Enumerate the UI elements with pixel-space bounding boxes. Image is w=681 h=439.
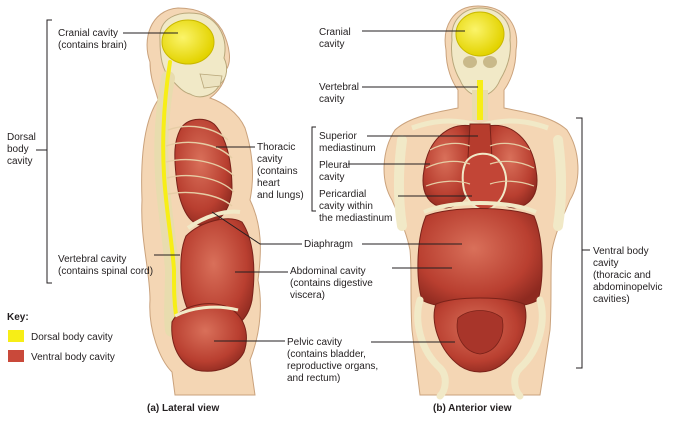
label-vertebral-cavity-anterior: Vertebral cavity: [319, 82, 362, 105]
label-abdominal-cavity: Abdominal cavity (contains digestive vis…: [290, 266, 376, 301]
lateral-brain: [161, 19, 215, 65]
anterior-view-figure: [383, 5, 579, 400]
label-vertebral-cavity-lateral: Vertebral cavity (contains spinal cord): [58, 254, 153, 277]
label-ventral-body-cavity: Ventral body cavity (thoracic and abdomi…: [593, 246, 665, 305]
key-label-dorsal: Dorsal body cavity: [31, 332, 113, 343]
leader-lines: [36, 19, 590, 369]
lateral-pelvic-bone: [174, 305, 239, 318]
anterior-diaphragm: [423, 201, 537, 214]
anterior-abdominal-organs: [417, 208, 543, 310]
anterior-ribs: [425, 142, 535, 187]
anterior-eye-socket-right: [483, 56, 497, 68]
lateral-pelvic-organs: [171, 303, 247, 372]
label-thoracic-cavity: Thoracic cavity (contains heart and lung…: [257, 142, 304, 201]
key-swatch-ventral: [8, 350, 24, 362]
anterior-eye-socket-left: [463, 56, 477, 68]
label-pericardial-cavity: Pericardial cavity within the mediastinu…: [319, 189, 392, 224]
label-dorsal-body-cavity: Dorsal body cavity: [7, 132, 39, 167]
caption-anterior-view: (b) Anterior view: [433, 403, 512, 414]
label-pelvic-cavity: Pelvic cavity (contains bladder, reprodu…: [287, 337, 381, 384]
label-pleural-cavity: Pleural cavity: [319, 160, 353, 183]
lateral-spinal-cord: [161, 60, 178, 317]
lateral-jaw: [199, 73, 223, 89]
key-title: Key:: [7, 312, 29, 323]
anterior-pelvic-bone-left: [414, 296, 449, 400]
lateral-ribs: [165, 125, 235, 207]
lateral-view-figure: [141, 7, 261, 396]
label-superior-mediastinum: Superior mediastinum: [319, 131, 376, 154]
anterior-left-lung: [422, 124, 473, 209]
key-swatch-dorsal: [8, 330, 24, 342]
label-diaphragm: Diaphragm: [304, 239, 353, 250]
anterior-brain: [455, 11, 505, 57]
caption-lateral-view: (a) Lateral view: [147, 403, 219, 414]
lateral-abdominal-organs: [180, 218, 255, 333]
key-label-ventral: Ventral body cavity: [31, 352, 115, 363]
label-cranial-cavity-lateral: Cranial cavity (contains brain): [58, 28, 127, 51]
label-cranial-cavity-anterior: Cranial cavity: [319, 27, 353, 50]
anterior-spinal-cord: [477, 80, 483, 120]
key-legend: Key: Dorsal body cavity Ventral body cav…: [7, 312, 115, 363]
lateral-diaphragm: [186, 209, 241, 230]
anterior-pelvic-bone-right: [511, 296, 546, 400]
anterior-right-arm-bone: [553, 135, 566, 231]
anterior-bladder: [456, 310, 504, 355]
anterior-heart: [461, 152, 508, 211]
anterior-superior-mediastinum: [467, 123, 493, 159]
anterior-left-arm-bone: [394, 135, 407, 231]
